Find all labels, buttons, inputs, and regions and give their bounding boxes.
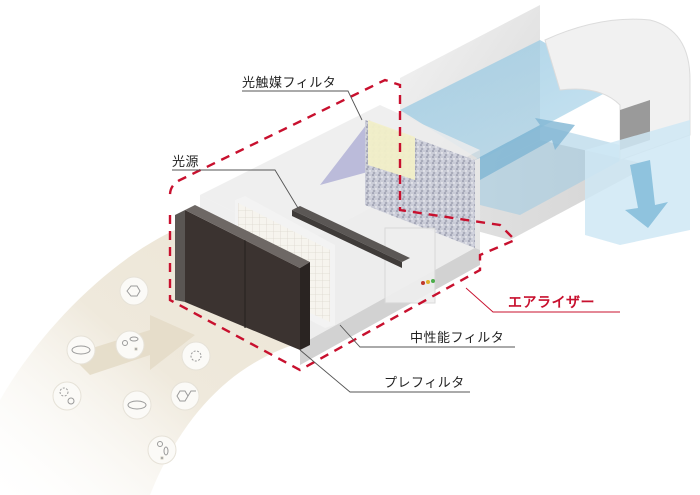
bacteria-icon <box>122 390 152 420</box>
germs-mixed-icon <box>115 330 145 360</box>
air-riser-boundary <box>168 78 518 372</box>
down-flow-arrow <box>625 160 668 228</box>
label-pre-filter: プレフィルタ <box>384 376 465 391</box>
leader-lines <box>172 90 515 393</box>
leader-photocatalyst <box>242 90 363 121</box>
molecule-icon <box>119 276 149 306</box>
molecule-icon <box>170 381 200 411</box>
leader-medium-filter <box>339 324 515 348</box>
virus-icon <box>52 381 82 411</box>
label-product-name: エアライザー <box>508 295 595 311</box>
germs-mixed-icon <box>147 435 177 465</box>
contaminant-icons <box>52 276 211 465</box>
label-medium-filter: 中性能フィルタ <box>410 331 505 346</box>
bacteria-icon <box>66 335 96 365</box>
virus-icon <box>181 341 211 371</box>
label-photocatalyst-filter: 光触媒フィルタ <box>242 76 337 91</box>
light-source-bar <box>292 206 410 262</box>
leader-pre-filter <box>299 349 470 393</box>
leader-product <box>465 287 620 313</box>
control-unit <box>384 227 436 304</box>
uv-light-glow <box>320 120 375 185</box>
leader-light-source <box>172 169 299 209</box>
outlet-flow-arrow <box>465 118 575 180</box>
label-light-source: 光源 <box>172 155 200 170</box>
pre-filter <box>175 205 310 350</box>
